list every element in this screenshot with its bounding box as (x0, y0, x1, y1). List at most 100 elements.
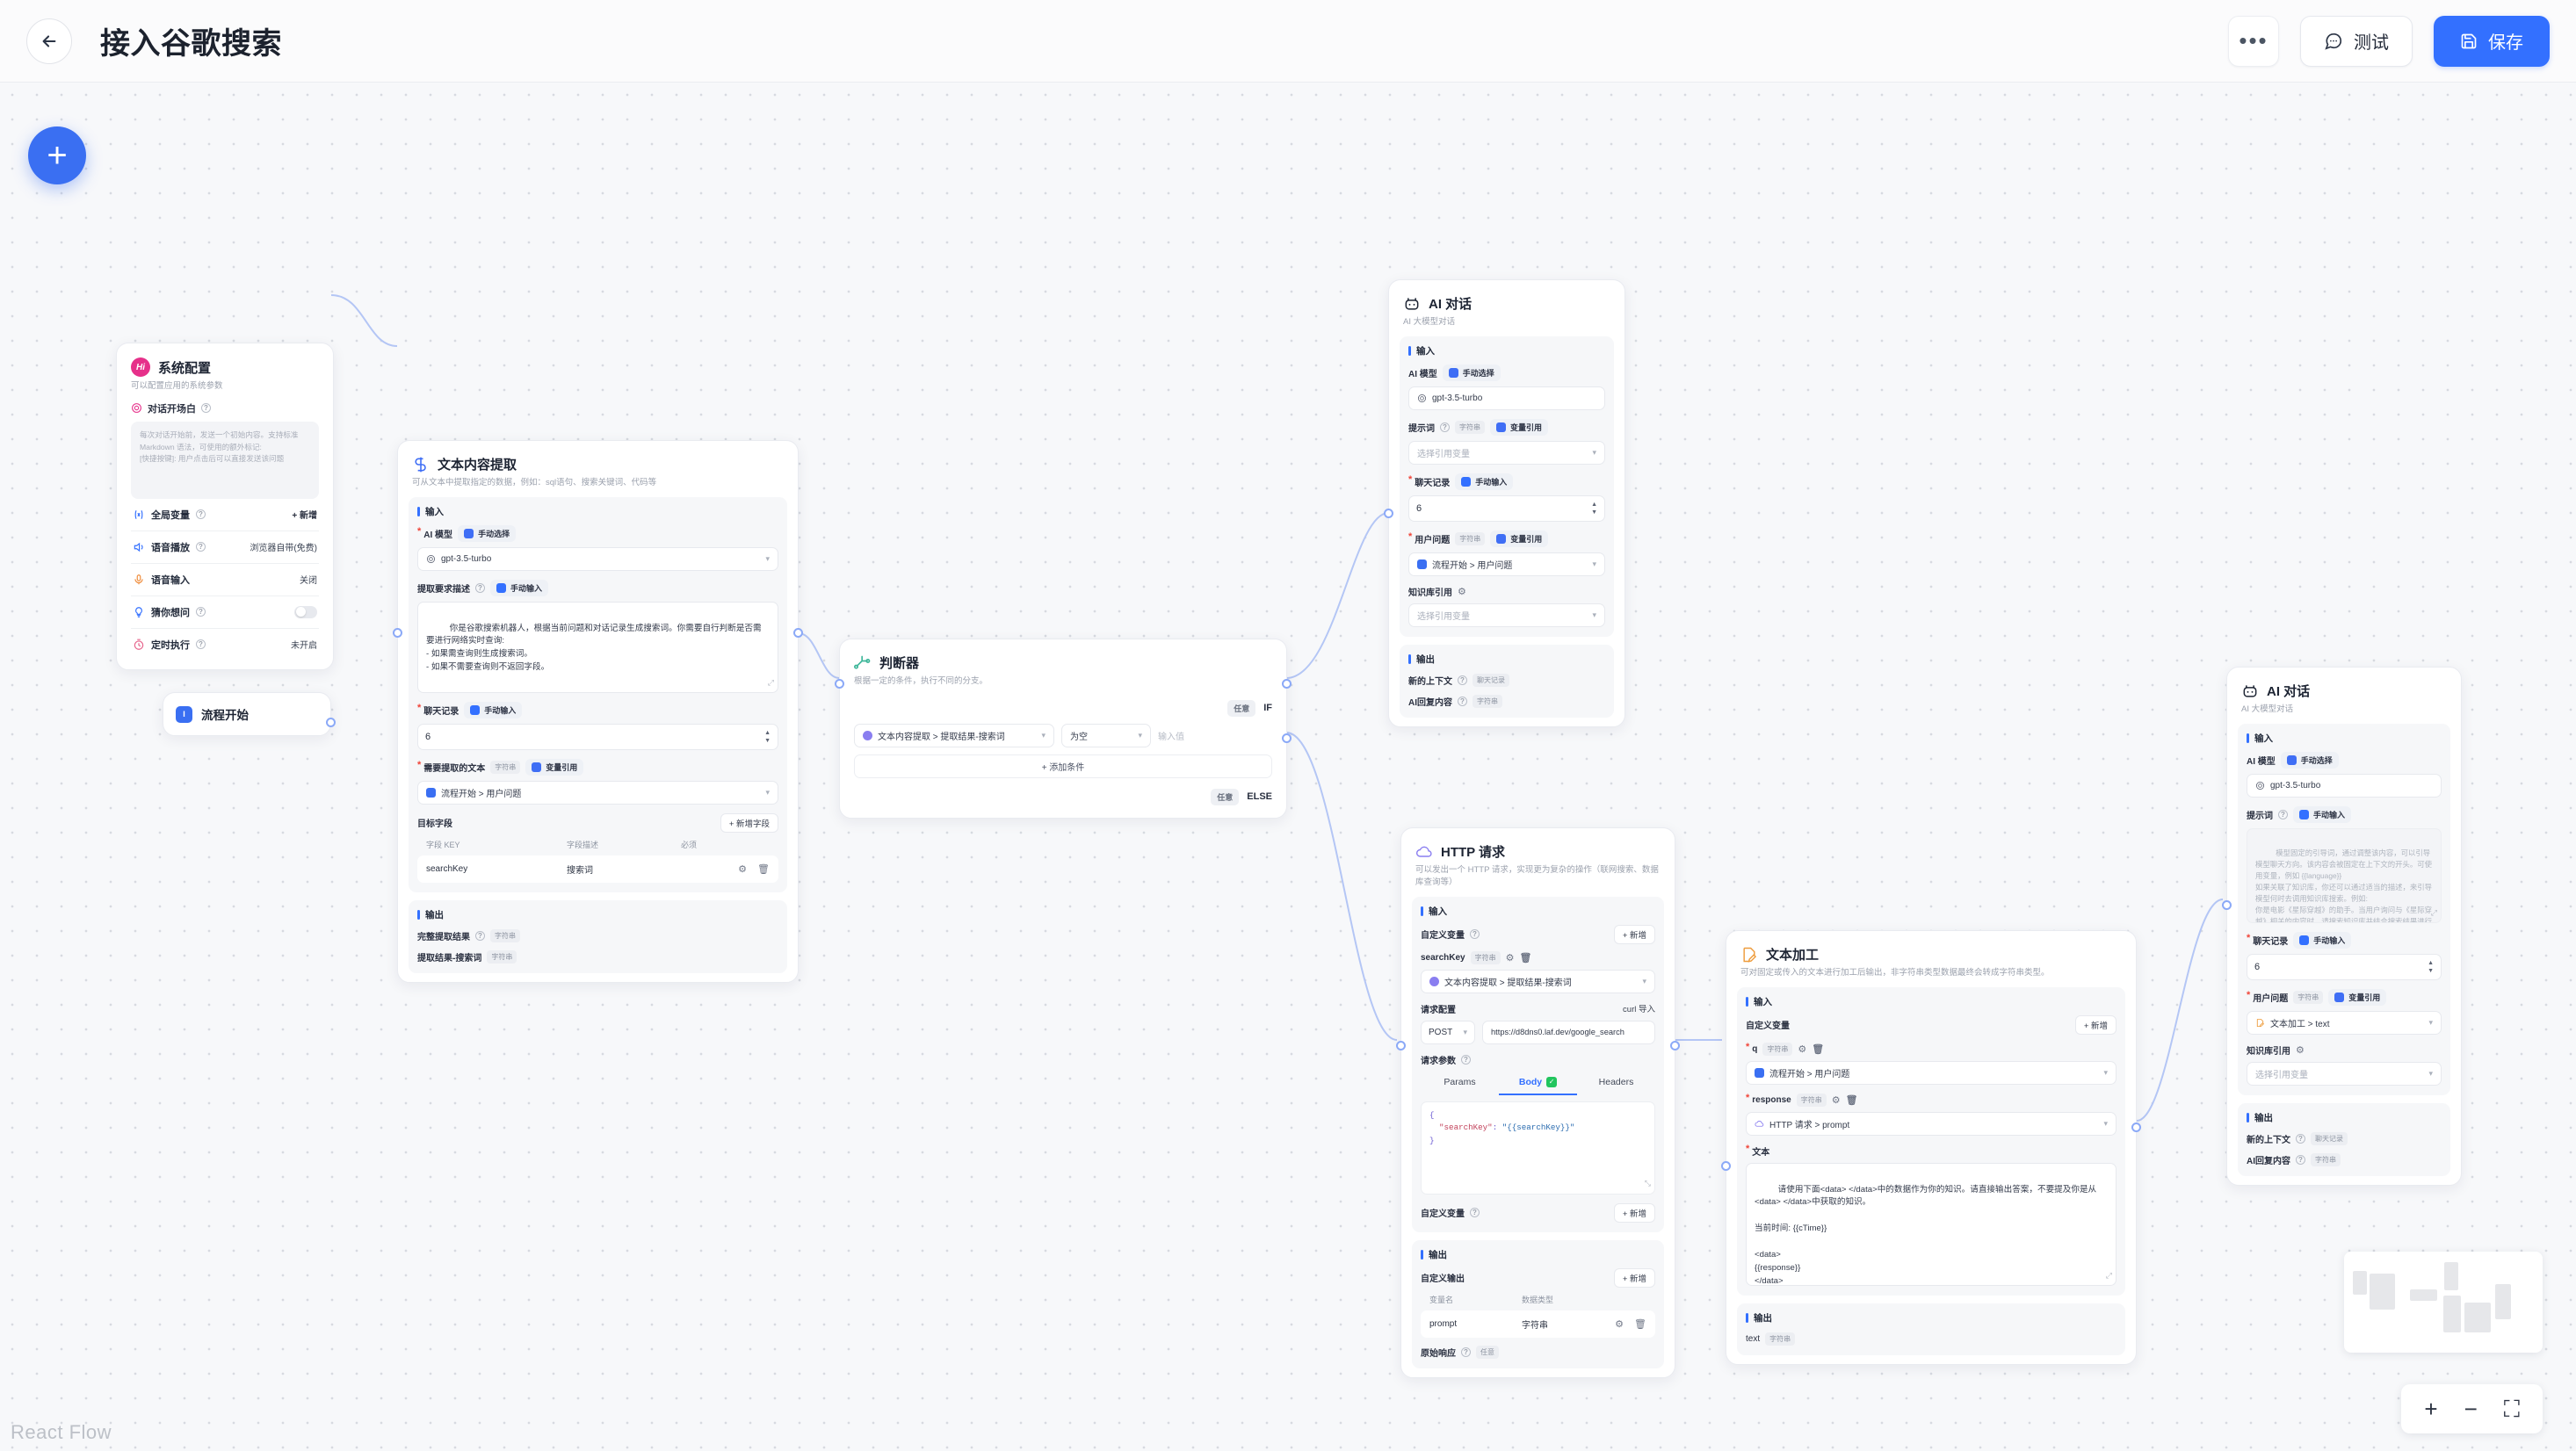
sysconfig-row-scheduled[interactable]: 定时执行 ? 未开启 (131, 627, 319, 661)
input-port[interactable] (1384, 509, 1393, 518)
sysconfig-row-guess-question[interactable]: 猜你想问 ? (131, 595, 319, 628)
variable-ref-chip[interactable]: 变量引用 (2328, 988, 2387, 1006)
opening-line-textarea[interactable]: 每次对话开始前，发送一个初始内容。支持标准 Markdown 语法，可使用的额外… (131, 421, 319, 499)
condition-value-input[interactable]: 输入值 (1158, 732, 1184, 742)
zoom-out-button[interactable]: − (2464, 1396, 2478, 1422)
curl-import-button[interactable]: curl 导入 (1623, 1005, 1655, 1015)
trash-icon[interactable]: 🗑 (1812, 1043, 1825, 1055)
gear-icon[interactable]: ⚙ (1798, 1043, 1807, 1055)
help-icon[interactable]: ? (196, 639, 206, 650)
trash-icon[interactable]: 🗑 (1845, 1094, 1858, 1106)
help-icon[interactable]: ? (1461, 1054, 1471, 1065)
manual-input-chip[interactable]: 手动输入 (464, 701, 523, 718)
tab-headers[interactable]: Headers (1598, 1076, 1634, 1087)
gear-icon[interactable]: ⚙ (1458, 586, 1466, 597)
add-node-button[interactable]: + (28, 126, 86, 184)
trash-icon[interactable]: 🗑 (757, 863, 770, 875)
table-row[interactable]: prompt 字符串 ⚙ 🗑 (1421, 1310, 1655, 1338)
trash-icon[interactable]: 🗑 (1519, 952, 1532, 964)
manual-select-chip[interactable]: 手动选择 (458, 524, 517, 542)
help-icon[interactable]: ? (2296, 1133, 2305, 1144)
variable-response-select[interactable]: HTTP 请求 > prompt ▾ (1746, 1111, 2117, 1136)
manual-input-chip[interactable]: 手动输入 (2293, 805, 2352, 823)
add-condition-button[interactable]: + 添加条件 (854, 754, 1272, 778)
chat-history-input[interactable]: 6 ▲▼ (417, 723, 778, 750)
input-port[interactable] (2222, 900, 2232, 910)
manual-input-chip[interactable]: 手动输入 (1455, 473, 1514, 490)
node-system-config[interactable]: Hi 系统配置 可以配置应用的系统参数 对话开场白 ? 每次对话开始前，发送一个… (116, 343, 334, 670)
ai-model-select[interactable]: gpt-3.5-turbo (1408, 386, 1605, 410)
help-icon[interactable]: ? (201, 403, 211, 414)
help-icon[interactable]: ? (1458, 675, 1467, 685)
condition-variable-select[interactable]: 文本内容提取 > 提取结果-搜索词 ▾ (854, 723, 1054, 747)
manual-select-chip[interactable]: 手动选择 (2280, 751, 2339, 769)
trash-icon[interactable]: 🗑 (1634, 1318, 1646, 1330)
manual-input-chip[interactable]: 手动输入 (2293, 931, 2352, 949)
test-button[interactable]: 测试 (2300, 15, 2413, 67)
tab-body[interactable]: Body ✓ (1499, 1072, 1577, 1095)
variable-ref-chip[interactable]: 变量引用 (525, 758, 584, 776)
extract-prompt-textarea[interactable]: 你是谷歌搜索机器人，根据当前问题和对话记录生成搜索词。你需要自行判断是否需要进行… (417, 601, 778, 693)
node-text-extract[interactable]: 文本内容提取 可从文本中提取指定的数据，例如：sql语句、搜索关键词、代码等 输… (393, 440, 803, 983)
gear-icon[interactable]: ⚙ (738, 863, 748, 875)
source-text-select[interactable]: 流程开始 > 用户问题 ▾ (417, 780, 778, 805)
resize-grip-icon[interactable]: ⤢ (767, 677, 774, 687)
help-icon[interactable]: ? (475, 930, 485, 941)
fit-view-button[interactable]: ⛶ (2503, 1396, 2520, 1422)
knowledge-base-select[interactable]: 选择引用变量 ▾ (2247, 1061, 2442, 1086)
else-output-port[interactable] (1282, 733, 1292, 743)
user-question-select[interactable]: 流程开始 > 用户问题 ▾ (1408, 552, 1605, 576)
minimap[interactable] (2344, 1252, 2543, 1353)
manual-input-chip[interactable]: 手动输入 (490, 579, 549, 596)
add-global-variable-button[interactable]: + 新增 (292, 511, 317, 522)
chat-history-input[interactable]: 6 ▲▼ (1408, 494, 1605, 522)
knowledge-base-select[interactable]: 选择引用变量 ▾ (1408, 603, 1605, 627)
variable-q-select[interactable]: 流程开始 > 用户问题 ▾ (1746, 1060, 2117, 1085)
gear-icon[interactable]: ⚙ (1505, 952, 1515, 964)
zoom-in-button[interactable]: + (2424, 1396, 2438, 1422)
help-icon[interactable]: ? (1440, 422, 1450, 432)
http-method-select[interactable]: POST ▾ (1421, 1020, 1475, 1044)
flow-canvas[interactable]: + Hi 系统配置 可以配置应用的系统参数 对话开场白 ? 每次对话开始前，发送… (0, 83, 2576, 1451)
help-icon[interactable]: ? (1458, 696, 1467, 706)
input-port[interactable] (1721, 1161, 1731, 1171)
resize-grip-icon[interactable]: ⤢ (2105, 1270, 2112, 1280)
resize-grip-icon[interactable]: ⤢ (2430, 907, 2437, 917)
gear-icon[interactable]: ⚙ (1615, 1318, 1624, 1330)
http-url-input[interactable]: https://d8dns0.laf.dev/google_search (1482, 1020, 1655, 1044)
help-icon[interactable]: ? (196, 509, 206, 520)
text-template-textarea[interactable]: 请使用下面<data> </data>中的数据作为你的知识。请直接输出答案，不要… (1746, 1162, 2117, 1286)
help-icon[interactable]: ? (196, 542, 206, 552)
manual-select-chip[interactable]: 手动选择 (1442, 364, 1501, 381)
help-icon[interactable]: ? (1470, 1208, 1480, 1218)
table-row[interactable]: searchKey 搜索词 ⚙ 🗑 (417, 855, 778, 883)
save-button[interactable]: 保存 (2434, 15, 2550, 67)
tab-params[interactable]: Params (1444, 1076, 1476, 1087)
input-port[interactable] (835, 679, 844, 689)
add-field-button[interactable]: + 新增字段 (720, 812, 778, 833)
output-port[interactable] (326, 718, 336, 727)
variable-searchkey-select[interactable]: 文本内容提取 > 提取结果-搜索词 ▾ (1421, 969, 1655, 993)
ai-model-select[interactable]: gpt-3.5-turbo (2247, 773, 2442, 798)
ai-model-select[interactable]: gpt-3.5-turbo ▾ (417, 546, 778, 571)
stepper-icon[interactable]: ▲▼ (1591, 501, 1597, 516)
stepper-icon[interactable]: ▲▼ (764, 729, 771, 744)
help-icon[interactable]: ? (2278, 809, 2288, 819)
stepper-icon[interactable]: ▲▼ (2428, 959, 2434, 974)
node-ai-chat-top[interactable]: AI 对话 AI 大模型对话 输入 AI 模型 手动选择 gpt-3.5-tur… (1384, 279, 1625, 727)
user-question-select[interactable]: 文本加工 > text ▾ (2247, 1010, 2442, 1035)
add-variable-button[interactable]: + 新增 (1613, 924, 1655, 944)
add-variable-button[interactable]: + 新增 (2074, 1014, 2117, 1035)
help-icon[interactable]: ? (2296, 1154, 2305, 1165)
output-port[interactable] (1670, 1041, 1680, 1050)
add-output-button[interactable]: + 新增 (1613, 1267, 1655, 1288)
resize-grip-icon[interactable]: ⤡ (1644, 1180, 1651, 1189)
else-any-tag[interactable]: 任意 (1211, 788, 1240, 805)
node-flow-start[interactable]: I 流程开始 (163, 692, 336, 736)
sysconfig-row-global-variable[interactable]: 全局变量 ? + 新增 (131, 499, 319, 531)
if-output-port[interactable] (1282, 679, 1292, 689)
help-icon[interactable]: ? (196, 607, 206, 617)
variable-ref-chip[interactable]: 变量引用 (1490, 530, 1549, 547)
chat-history-input[interactable]: 6 ▲▼ (2247, 953, 2442, 980)
variable-ref-chip[interactable]: 变量引用 (1490, 418, 1549, 436)
